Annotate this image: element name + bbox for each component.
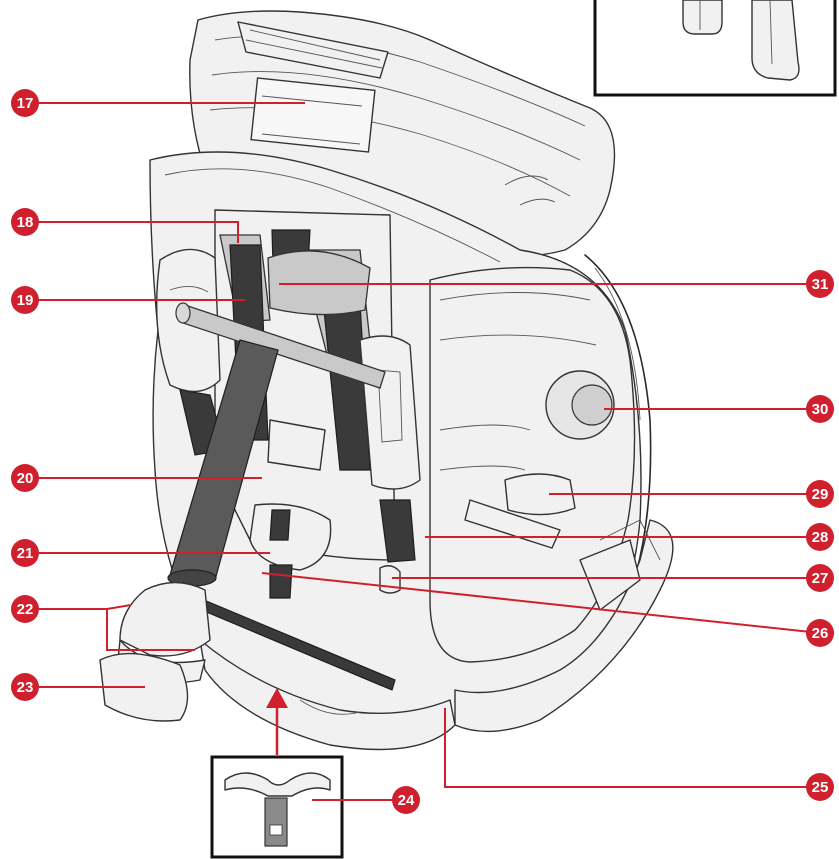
- callout-badges: 17 18 19 20 21 22 23 24: [11, 89, 834, 814]
- svg-text:19: 19: [17, 292, 34, 309]
- callout-30: 30: [806, 395, 834, 423]
- callout-18: 18: [11, 208, 39, 236]
- callout-29: 29: [806, 480, 834, 508]
- callout-26: 26: [806, 619, 834, 647]
- svg-text:17: 17: [17, 95, 34, 112]
- svg-text:24: 24: [398, 792, 415, 809]
- callout-31: 31: [806, 270, 834, 298]
- svg-text:31: 31: [812, 276, 829, 293]
- svg-text:22: 22: [17, 601, 34, 618]
- svg-text:25: 25: [812, 779, 829, 796]
- callout-27: 27: [806, 564, 834, 592]
- svg-text:18: 18: [17, 214, 34, 231]
- svg-text:20: 20: [17, 470, 34, 487]
- leader-lines: [38, 102, 821, 801]
- inset-box-top-right: [593, 0, 837, 97]
- callout-25: 25: [806, 773, 834, 801]
- callout-22: 22: [11, 595, 39, 623]
- callout-17: 17: [11, 89, 39, 117]
- callout-19: 19: [11, 286, 39, 314]
- inset-box-bottom: [210, 755, 344, 859]
- svg-text:29: 29: [812, 486, 829, 503]
- svg-text:30: 30: [812, 401, 829, 418]
- svg-text:27: 27: [812, 570, 829, 587]
- callout-23: 23: [11, 673, 39, 701]
- callout-21: 21: [11, 539, 39, 567]
- callout-24: 24: [392, 786, 420, 814]
- svg-text:28: 28: [812, 529, 829, 546]
- callout-20: 20: [11, 464, 39, 492]
- carry-handle: [99, 302, 386, 722]
- svg-text:21: 21: [17, 545, 34, 562]
- svg-text:23: 23: [17, 679, 34, 696]
- svg-text:26: 26: [812, 625, 829, 642]
- direction-arrow: [266, 688, 288, 755]
- callout-28: 28: [806, 523, 834, 551]
